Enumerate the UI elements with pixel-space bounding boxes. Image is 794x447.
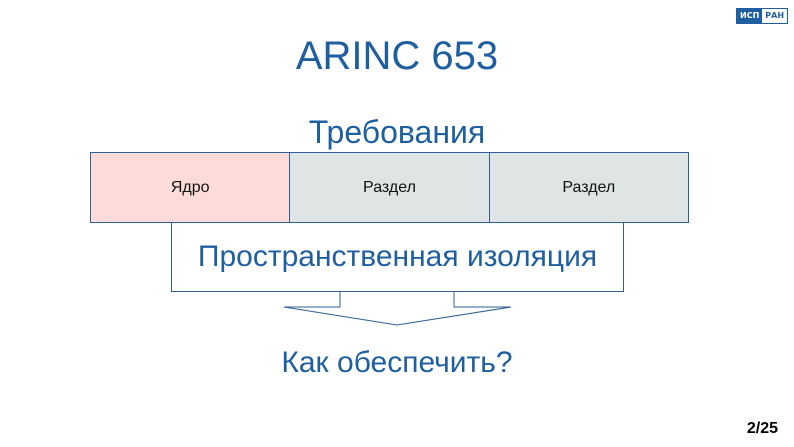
partition-box-1: Раздел [289, 152, 490, 223]
question-text: Как обеспечить? [281, 346, 513, 379]
kernel-label: Ядро [170, 178, 210, 196]
kernel-box: Ядро [90, 152, 291, 223]
isolation-box: Пространственная изоляция [171, 222, 624, 292]
isolation-label: Пространственная изоляция [197, 239, 598, 273]
partition-label-1: Раздел [363, 178, 416, 196]
logo-right-text: РАН [762, 9, 788, 23]
slide-subtitle: Требования [308, 114, 486, 150]
partition-box-2: Раздел [488, 152, 689, 223]
slide-title: ARINC 653 [295, 34, 499, 78]
partition-label-2: Раздел [562, 178, 616, 196]
logo: ИСП РАН [736, 8, 789, 24]
architecture-row: Ядро Раздел Раздел [90, 152, 689, 223]
page-number: 2/25 [746, 420, 778, 437]
logo-left-text: ИСП [737, 9, 763, 23]
